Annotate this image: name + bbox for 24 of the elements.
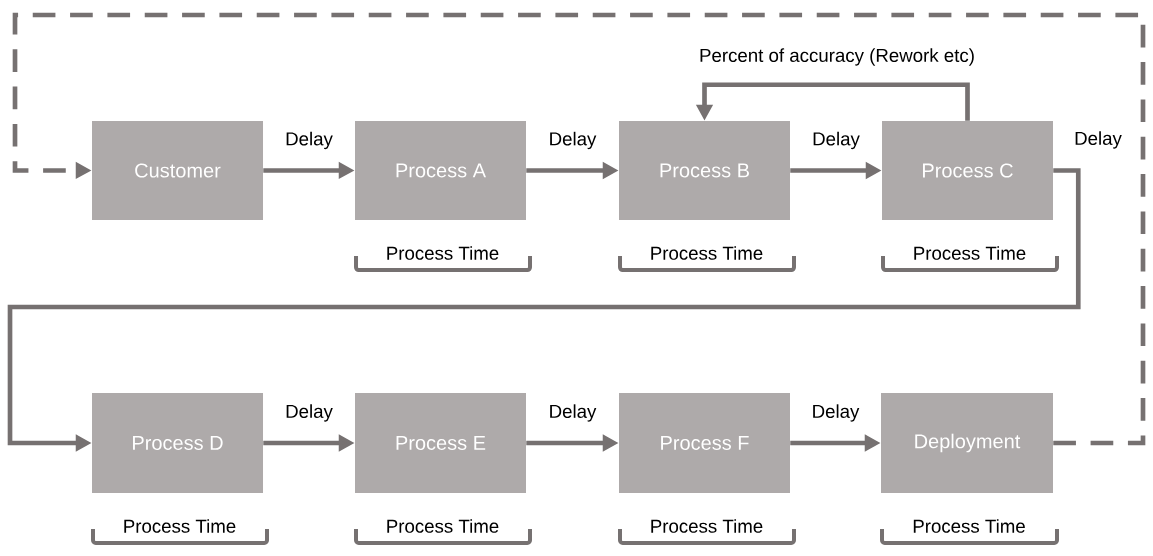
process-box: Deployment [881,393,1053,493]
edge-label: Percent of accuracy (Rework etc) [697,46,977,68]
edge-label: Delay [810,402,861,423]
process-box: Process F [619,393,790,493]
edge-label: Delay [810,130,862,151]
arrow [12,12,1146,446]
process-box: Process C [882,121,1053,220]
process-time-label: Process Time [914,246,1026,260]
process-box: Process B [619,121,790,220]
process-time-label: Process Time [651,519,763,533]
edge-label: Delay [547,402,598,423]
process-time-label: Process Time [387,246,499,260]
process-box: Process D [92,393,263,493]
edge-label: Delay [283,402,335,423]
process-time-label: Process Time [651,246,763,260]
process-time-label: Process Time [913,519,1025,533]
process-box: Process E [355,393,526,493]
edge-label: Delay [547,130,598,151]
process-box: Process A [355,121,526,220]
edge-label: Delay [1072,129,1124,151]
process-time-label: Process Time [387,519,499,533]
edge-label: Delay [283,130,335,151]
process-time-label: Process Time [124,519,236,533]
process-box: Customer [92,121,263,220]
